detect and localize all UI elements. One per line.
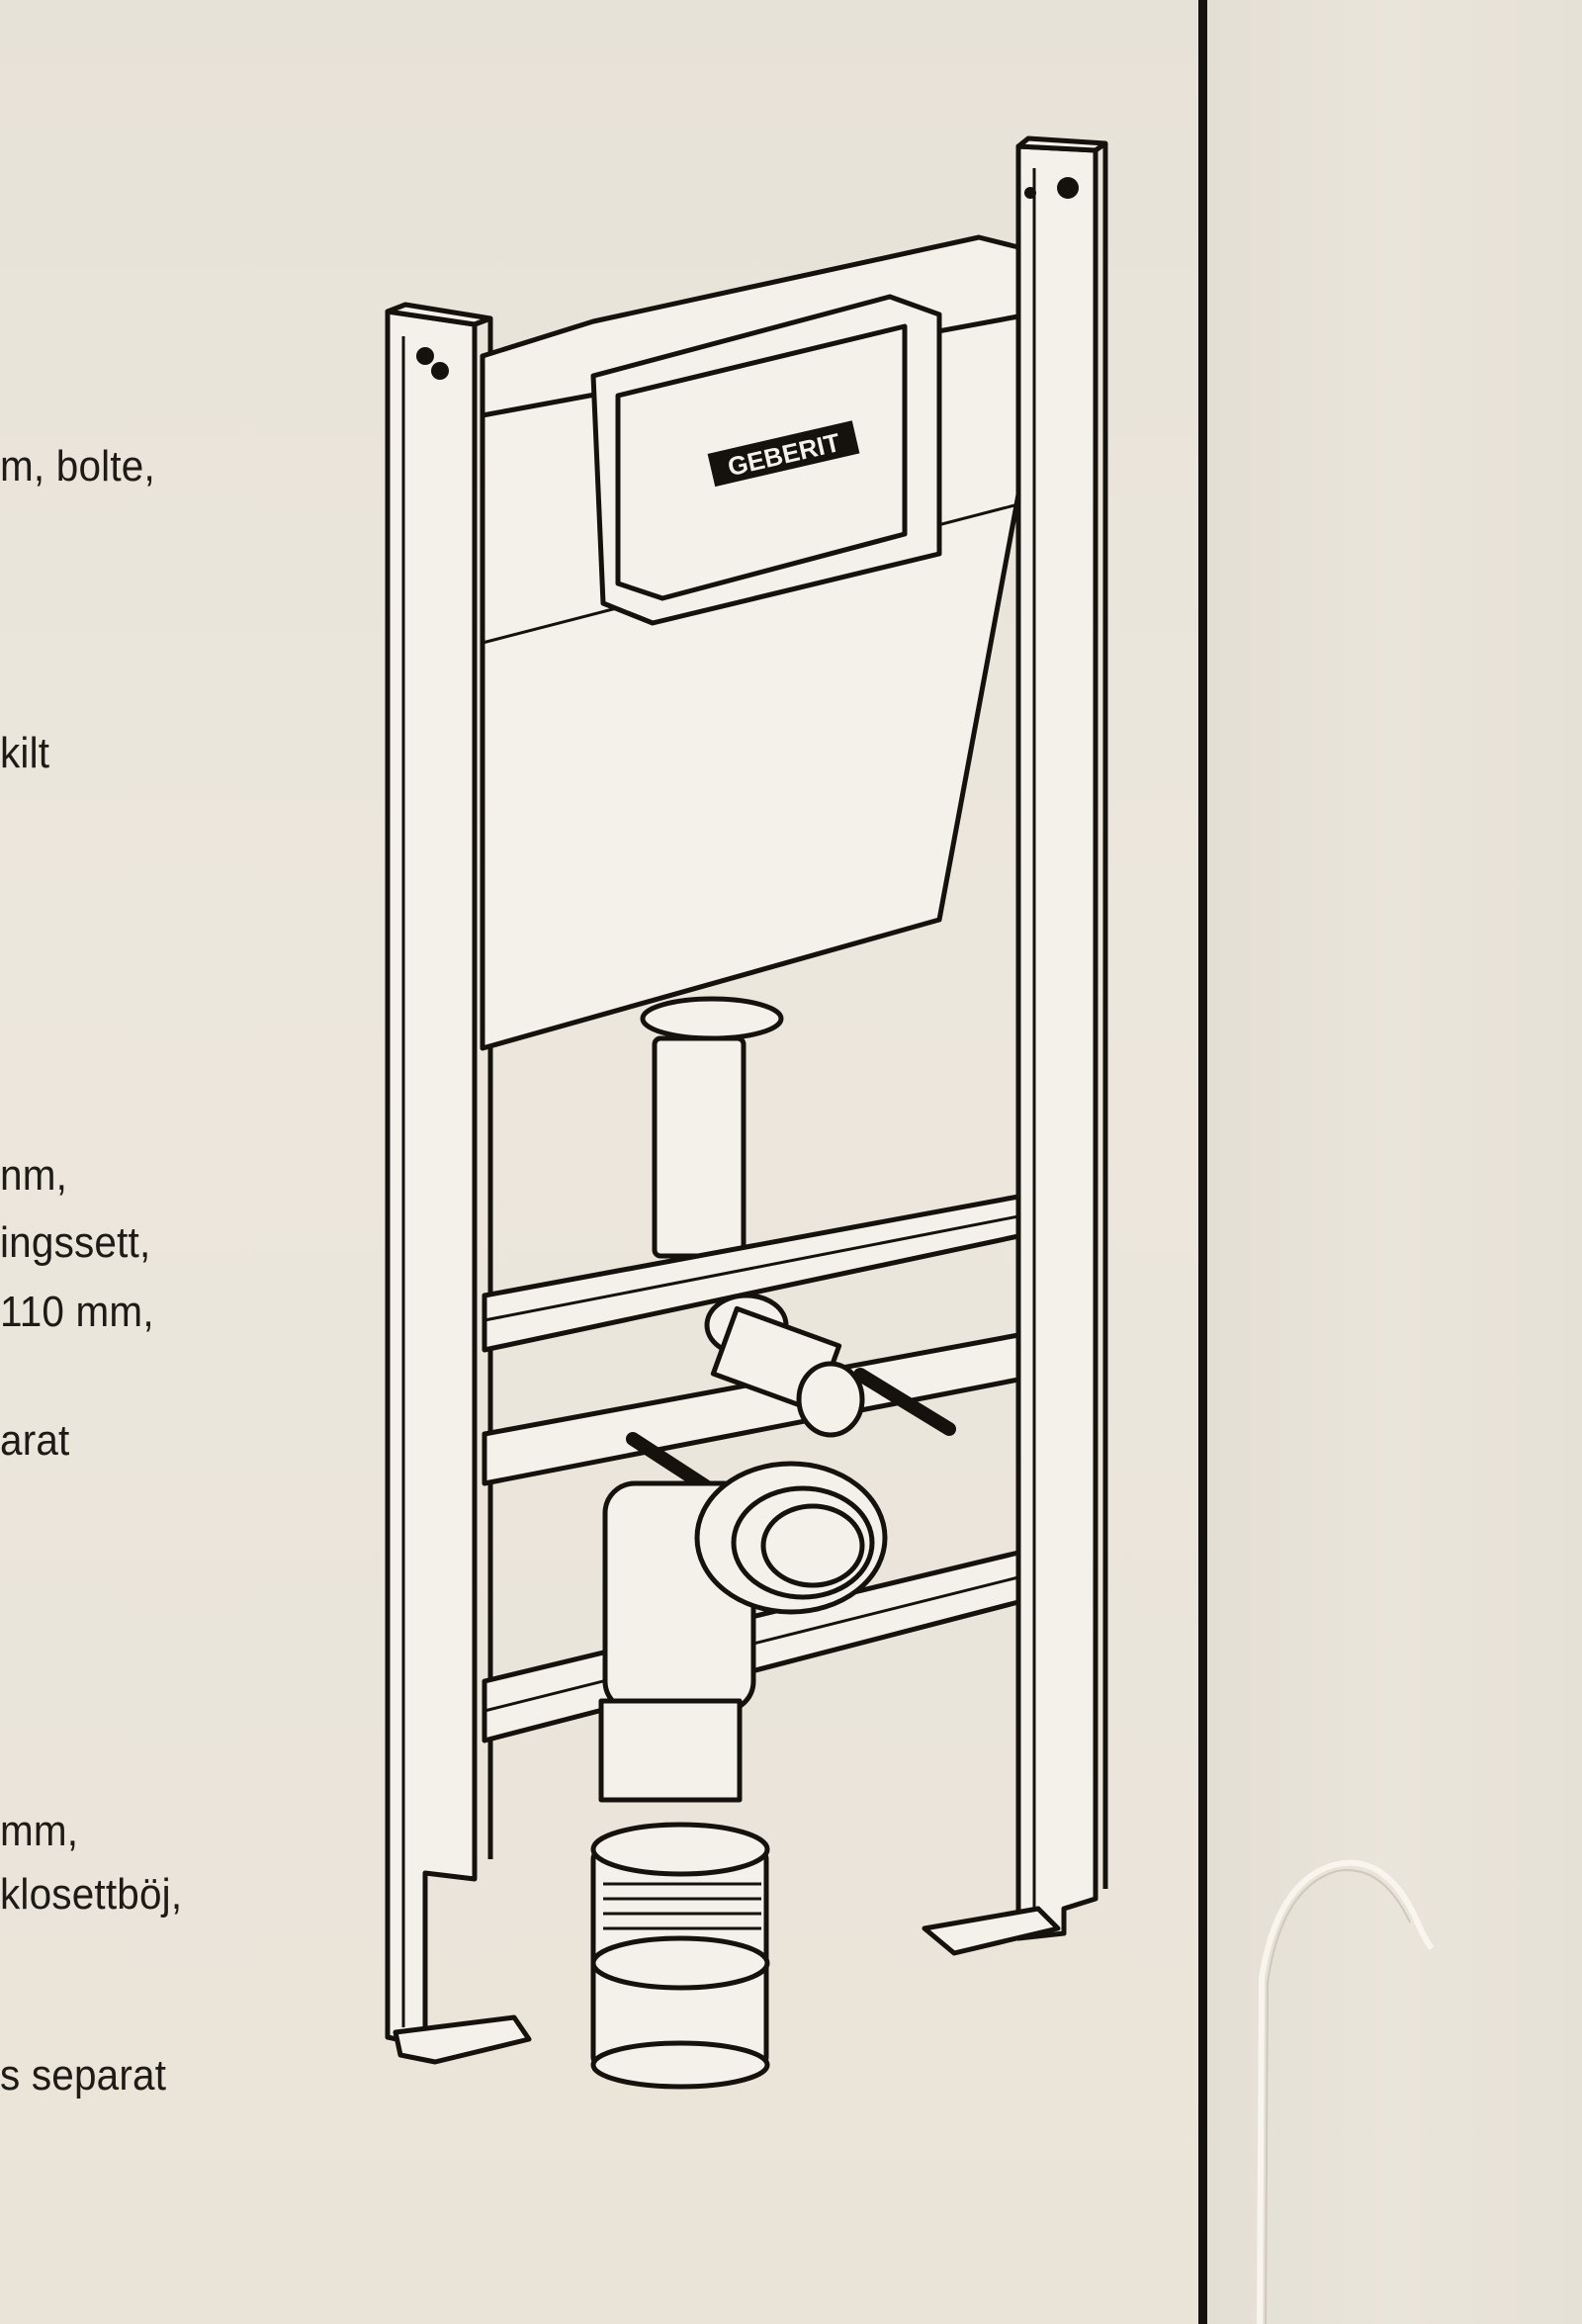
text-line-4: ingssett,: [0, 1218, 151, 1267]
text-line-1: m, bolte,: [0, 442, 155, 491]
panel-divider-line: [1198, 0, 1207, 2324]
text-line-7: mm,: [0, 1807, 79, 1855]
text-line-2: kilt: [0, 729, 50, 777]
cardboard-crease: [1257, 1859, 1435, 2324]
text-line-3: nm,: [0, 1151, 68, 1200]
text-line-9: s separat: [0, 2051, 167, 2100]
text-line-8: klosettböj,: [0, 1870, 183, 1919]
text-line-5: 110 mm,: [0, 1288, 154, 1336]
installation-frame-illustration: GEBERIT: [385, 135, 1108, 2090]
text-line-6: arat: [0, 1416, 70, 1465]
